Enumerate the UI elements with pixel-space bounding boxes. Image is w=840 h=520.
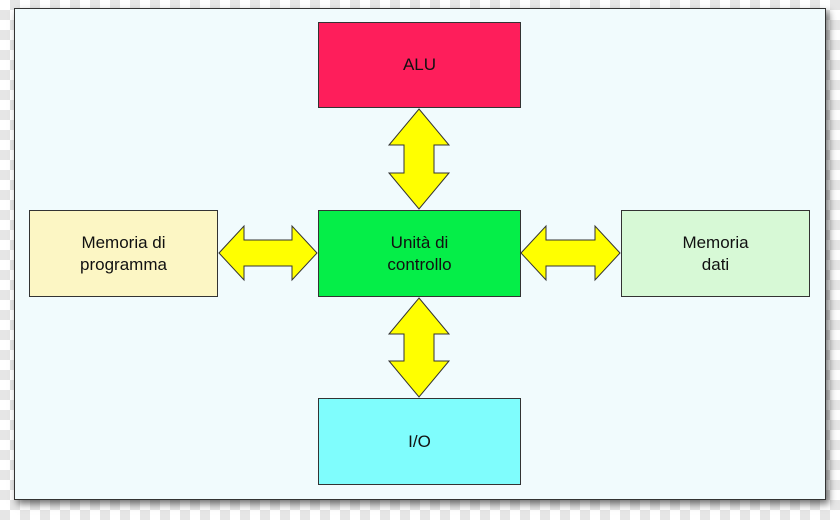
alu-block: ALU: [318, 22, 521, 108]
program-memory-block: Memoria di programma: [29, 210, 218, 297]
io-label: I/O: [408, 431, 431, 451]
control-unit-block: Unità di controllo: [318, 210, 521, 297]
data-memory-label: Memoria dati: [682, 232, 749, 274]
control-unit-label: Unità di controllo: [387, 232, 452, 274]
alu-label: ALU: [402, 55, 437, 74]
program-memory-label: Memoria di programma: [80, 232, 167, 274]
io-block: I/O: [318, 398, 521, 485]
data-memory-block: Memoria dati: [621, 210, 810, 297]
